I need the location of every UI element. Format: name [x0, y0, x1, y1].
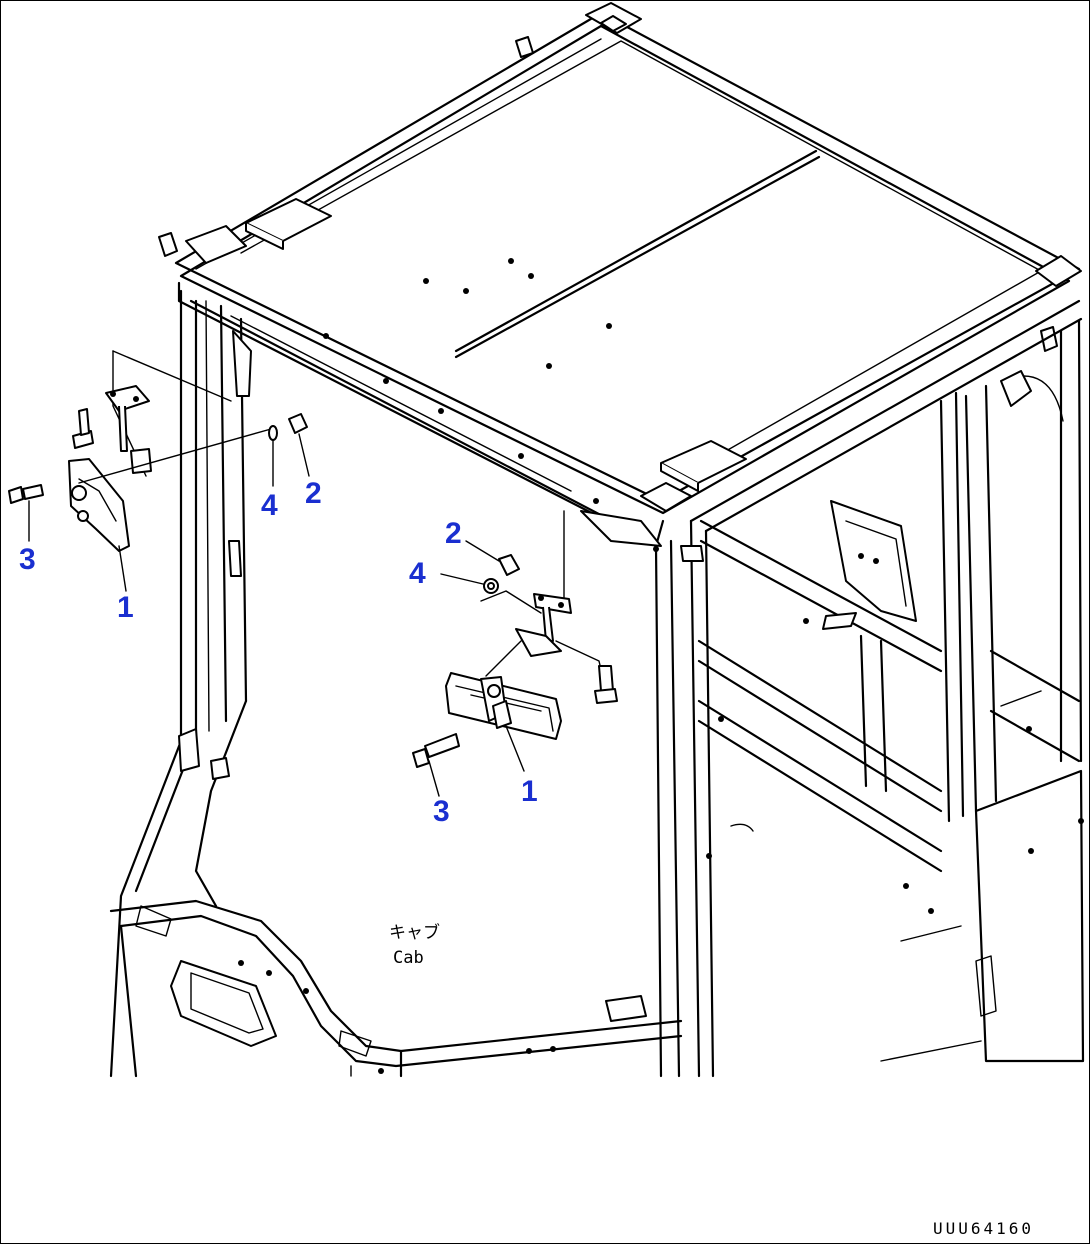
cab-lower-structure [109, 899, 683, 1078]
callouts-center: 1 2 3 4 [409, 517, 538, 828]
front-center-pillar [653, 519, 715, 1078]
callout-left-4: 4 [261, 489, 278, 522]
cab-label-english: Cab [393, 948, 424, 968]
left-pillar [109, 289, 252, 1078]
cab-roof [158, 2, 1082, 515]
callout-center-1: 1 [521, 775, 538, 808]
document-id: UUU64160 [933, 1219, 1034, 1238]
cab-label-japanese: キャブ [389, 922, 440, 943]
callouts-left: 1 2 3 4 [19, 477, 322, 624]
callout-center-3: 3 [433, 795, 450, 828]
front-header-beam [177, 281, 665, 548]
callout-center-4: 4 [409, 557, 426, 590]
callout-left-2: 2 [305, 477, 322, 510]
left-mirror-assembly [8, 350, 310, 592]
right-side-frame [689, 299, 1085, 1063]
callout-left-3: 3 [19, 543, 36, 576]
inner-mirror-assembly [412, 510, 618, 797]
callout-center-2: 2 [445, 517, 462, 550]
callout-left-1: 1 [117, 591, 134, 624]
